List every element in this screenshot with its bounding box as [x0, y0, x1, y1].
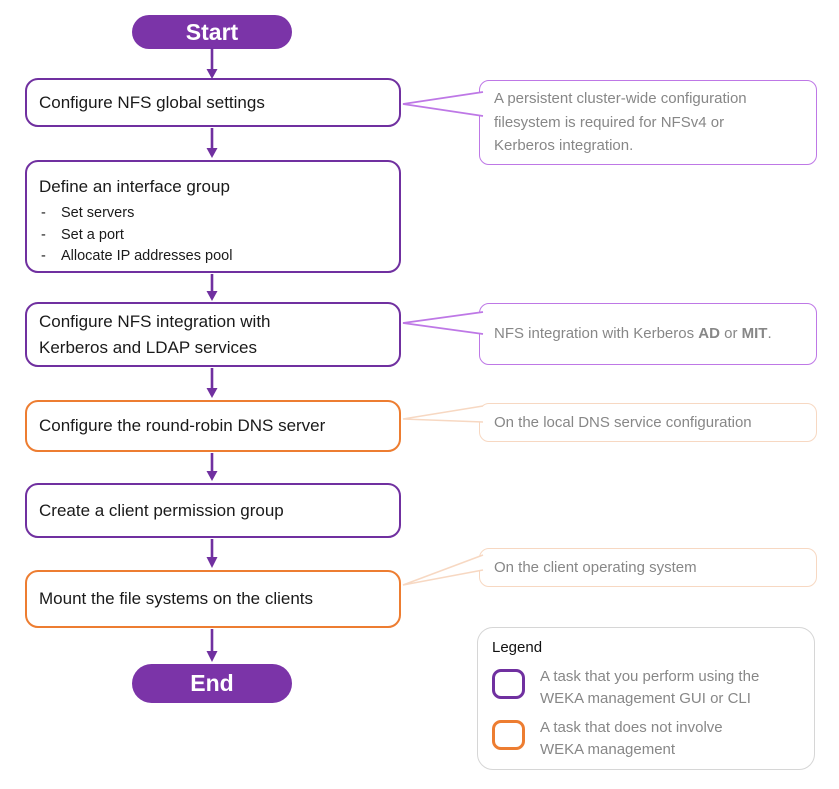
- list-item: - Set servers: [39, 203, 387, 225]
- orange-task-swatch-icon: [492, 720, 525, 750]
- task-label: Create a client permission group: [39, 500, 284, 520]
- legend-text-line: A task that you perform using the: [540, 668, 760, 685]
- callout-text-line: Kerberos integration.: [494, 137, 634, 155]
- start-terminator: Start: [132, 15, 292, 49]
- callout-tail: [402, 405, 484, 423]
- legend-item-weka-task: A task that you perform using the WEKA m…: [492, 666, 800, 709]
- task-label-line: Configure NFS integration with: [39, 311, 271, 331]
- flow-arrow: [206, 128, 218, 158]
- task-create-client-permission-group: Create a client permission group: [25, 483, 401, 538]
- flow-arrow: [206, 629, 218, 662]
- callout-client-os-note: On the client operating system: [479, 548, 817, 587]
- task-label: Configure the round-robin DNS server: [39, 416, 326, 435]
- end-terminator: End: [132, 664, 292, 703]
- legend-item-external-task: A task that does not involve WEKA manage…: [492, 717, 800, 760]
- callout-tail: [402, 554, 484, 586]
- callout-kerberos-ad-mit-note: NFS integration with Kerberos AD or MIT.: [479, 303, 817, 365]
- flow-arrow: [206, 368, 218, 398]
- purple-task-swatch-icon: [492, 669, 525, 699]
- task-configure-nfs-kerberos-ldap: Configure NFS integration with Kerberos …: [25, 302, 401, 367]
- list-item: - Allocate IP addresses pool: [39, 246, 387, 268]
- bullet-dash: -: [41, 205, 46, 221]
- flow-arrow: [206, 539, 218, 568]
- task-bullet-list: - Set servers - Set a port - Allocate IP…: [39, 203, 387, 268]
- legend-title: Legend: [492, 639, 543, 656]
- flow-arrow: [206, 48, 218, 79]
- legend-item-text: A task that you perform using the WEKA m…: [540, 666, 759, 709]
- task-configure-round-robin-dns: Configure the round-robin DNS server: [25, 400, 401, 452]
- bullet-dash: -: [41, 248, 46, 264]
- list-item: - Set a port: [39, 225, 387, 247]
- callout-persistent-filesystem-note: A persistent cluster-wide configuration …: [479, 80, 817, 165]
- task-label: Define an interface group: [39, 177, 230, 196]
- bullet-text: Set a port: [61, 226, 124, 243]
- bullet-text: Set servers: [61, 205, 135, 221]
- callout-local-dns-note: On the local DNS service configuration: [479, 403, 817, 442]
- callout-text-line: On the client operating system: [494, 558, 697, 576]
- callout-text-line: On the local DNS service configuration: [494, 413, 752, 431]
- callout-text-line: A persistent cluster-wide configuration: [494, 90, 747, 108]
- callout-text-line: NFS integration with Kerberos AD or MIT.: [494, 325, 772, 343]
- task-label: Configure NFS global settings: [39, 92, 265, 112]
- callout-tail: [402, 311, 484, 335]
- legend-panel: Legend A task that you perform using the…: [477, 627, 815, 770]
- task-define-interface-group: Define an interface group - Set servers …: [25, 160, 401, 273]
- legend-text-line: WEKA management: [540, 740, 676, 758]
- bullet-text: Allocate IP addresses pool: [61, 248, 233, 264]
- bullet-dash: -: [41, 226, 46, 243]
- task-mount-file-systems: Mount the file systems on the clients: [25, 570, 401, 628]
- callout-text-line: filesystem is required for NFSv4 or: [494, 113, 725, 131]
- flow-arrow: [206, 453, 218, 481]
- task-label-line: Kerberos and LDAP services: [39, 337, 257, 357]
- task-label: Mount the file systems on the clients: [39, 589, 314, 608]
- task-configure-nfs-global-settings: Configure NFS global settings: [25, 78, 401, 127]
- legend-text-line: WEKA management GUI or CLI: [540, 689, 751, 707]
- flow-arrow: [206, 274, 218, 301]
- callout-tail: [402, 91, 484, 117]
- legend-item-text: A task that does not involve WEKA manage…: [540, 717, 723, 760]
- legend-text-line: A task that does not involve: [540, 719, 723, 736]
